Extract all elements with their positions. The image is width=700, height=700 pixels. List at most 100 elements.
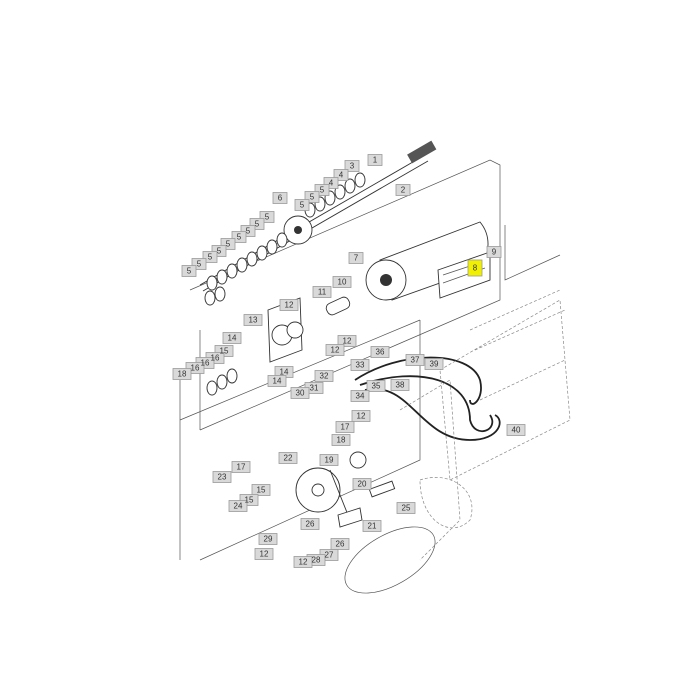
callout-box[interactable] [350,359,370,371]
callout-box[interactable] [231,231,247,243]
callout-12[interactable]: 12 [357,412,366,421]
callout-5[interactable]: 5 [208,253,213,262]
callout-box[interactable] [344,160,360,172]
callout-37[interactable]: 37 [411,356,420,365]
callout-box[interactable] [258,533,278,545]
callout-box[interactable] [243,314,263,326]
callout-34[interactable]: 34 [356,392,365,401]
callout-box[interactable] [294,199,310,211]
callout-25[interactable]: 25 [402,504,411,513]
callout-2[interactable]: 2 [401,186,406,195]
callout-14[interactable]: 14 [280,368,289,377]
callout-9[interactable]: 9 [492,248,497,257]
callout-40[interactable]: 40 [512,426,521,435]
callout-23[interactable]: 23 [218,473,227,482]
callout-10[interactable]: 10 [338,278,347,287]
callout-box[interactable] [370,346,390,358]
callout-33[interactable]: 33 [356,361,365,370]
callout-31[interactable]: 31 [310,384,319,393]
callout-box[interactable] [222,332,242,344]
callout-5[interactable]: 5 [265,213,270,222]
callout-18[interactable]: 18 [178,370,187,379]
callout-5[interactable]: 5 [246,227,251,236]
callout-5[interactable]: 5 [187,267,192,276]
callout-box[interactable] [337,335,357,347]
callout-15[interactable]: 15 [245,496,254,505]
callout-box[interactable] [405,354,425,366]
callout-5[interactable]: 5 [226,240,231,249]
callout-17[interactable]: 17 [341,423,350,432]
callout-box[interactable] [395,184,411,196]
callout-box[interactable] [348,252,364,264]
callout-box[interactable] [267,375,287,387]
callout-8[interactable]: 8 [473,264,478,273]
callout-box[interactable] [181,265,197,277]
callout-5[interactable]: 5 [320,186,325,195]
callout-3[interactable]: 3 [350,162,355,171]
callout-box[interactable] [300,518,320,530]
callout-16[interactable]: 16 [211,354,220,363]
callout-box[interactable] [172,368,192,380]
callout-box[interactable] [335,421,355,433]
callout-box[interactable] [220,238,236,250]
callout-box[interactable] [314,370,334,382]
callout-20[interactable]: 20 [358,480,367,489]
callout-box[interactable] [506,424,526,436]
callout-14[interactable]: 14 [273,377,282,386]
callout-16[interactable]: 16 [201,359,210,368]
callout-26[interactable]: 26 [306,520,315,529]
callout-11[interactable]: 11 [318,288,327,297]
callout-24[interactable]: 24 [234,502,243,511]
callout-14[interactable]: 14 [228,334,237,343]
callout-box[interactable] [366,380,386,392]
callout-box[interactable] [351,410,371,422]
callout-22[interactable]: 22 [284,454,293,463]
callout-18[interactable]: 18 [337,436,346,445]
callout-box[interactable] [424,358,444,370]
highlighted-callout-box[interactable] [467,259,483,277]
callout-box[interactable] [293,556,313,568]
callout-35[interactable]: 35 [372,382,381,391]
callout-box[interactable] [259,211,275,223]
callout-box[interactable] [240,225,256,237]
callout-box[interactable] [352,478,372,490]
callout-12[interactable]: 12 [331,346,340,355]
callout-box[interactable] [212,471,232,483]
callout-box[interactable] [304,191,320,203]
callout-12[interactable]: 12 [285,301,294,310]
callout-13[interactable]: 13 [249,316,258,325]
callout-30[interactable]: 30 [296,389,305,398]
callout-38[interactable]: 38 [396,381,405,390]
callout-39[interactable]: 39 [430,360,439,369]
callout-box[interactable] [254,548,274,560]
callout-box[interactable] [185,362,205,374]
callout-36[interactable]: 36 [376,348,385,357]
callout-box[interactable] [330,538,350,550]
callout-16[interactable]: 16 [191,364,200,373]
callout-15[interactable]: 15 [220,347,229,356]
callout-box[interactable] [332,276,352,288]
callout-27[interactable]: 27 [325,551,334,560]
callout-7[interactable]: 7 [354,254,359,263]
callout-box[interactable] [249,218,265,230]
callout-box[interactable] [319,454,339,466]
callout-19[interactable]: 19 [325,456,334,465]
callout-28[interactable]: 28 [312,556,321,565]
callout-4[interactable]: 4 [329,179,334,188]
callout-box[interactable] [279,299,299,311]
callout-box[interactable] [202,251,218,263]
callout-box[interactable] [323,177,339,189]
callout-4[interactable]: 4 [339,171,344,180]
callout-12[interactable]: 12 [299,558,308,567]
callout-29[interactable]: 29 [264,535,273,544]
callout-box[interactable] [191,258,207,270]
callout-5[interactable]: 5 [310,193,315,202]
callout-box[interactable] [211,245,227,257]
callout-15[interactable]: 15 [257,486,266,495]
callout-box[interactable] [390,379,410,391]
callout-box[interactable] [251,484,271,496]
callout-26[interactable]: 26 [336,540,345,549]
callout-box[interactable] [350,390,370,402]
callout-box[interactable] [231,461,251,473]
callout-box[interactable] [290,387,310,399]
